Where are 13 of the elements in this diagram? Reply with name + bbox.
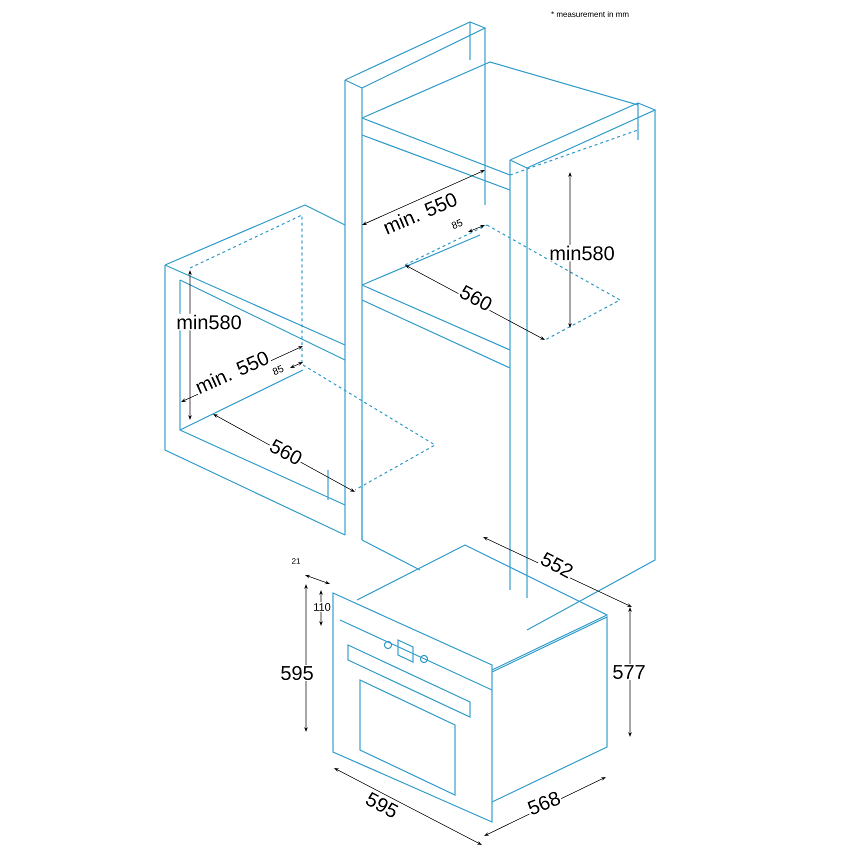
dimension-label: 85 — [270, 363, 286, 377]
dimension-label: 560 — [456, 282, 496, 314]
dimension-label: 85 — [449, 217, 465, 231]
dimension-label: 577 — [611, 664, 647, 680]
dimension-label: min580 — [175, 314, 243, 330]
dimension-label: 568 — [524, 788, 564, 818]
dimension-label: 560 — [266, 436, 306, 468]
dimension-label: 110 — [312, 602, 332, 612]
dimension-label: min. 550 — [192, 348, 272, 396]
dimension-label: 552 — [538, 550, 576, 580]
dimension-label: 595 — [279, 664, 315, 682]
dimension-label: min580 — [548, 244, 616, 262]
dimension-label: 595 — [362, 790, 402, 820]
